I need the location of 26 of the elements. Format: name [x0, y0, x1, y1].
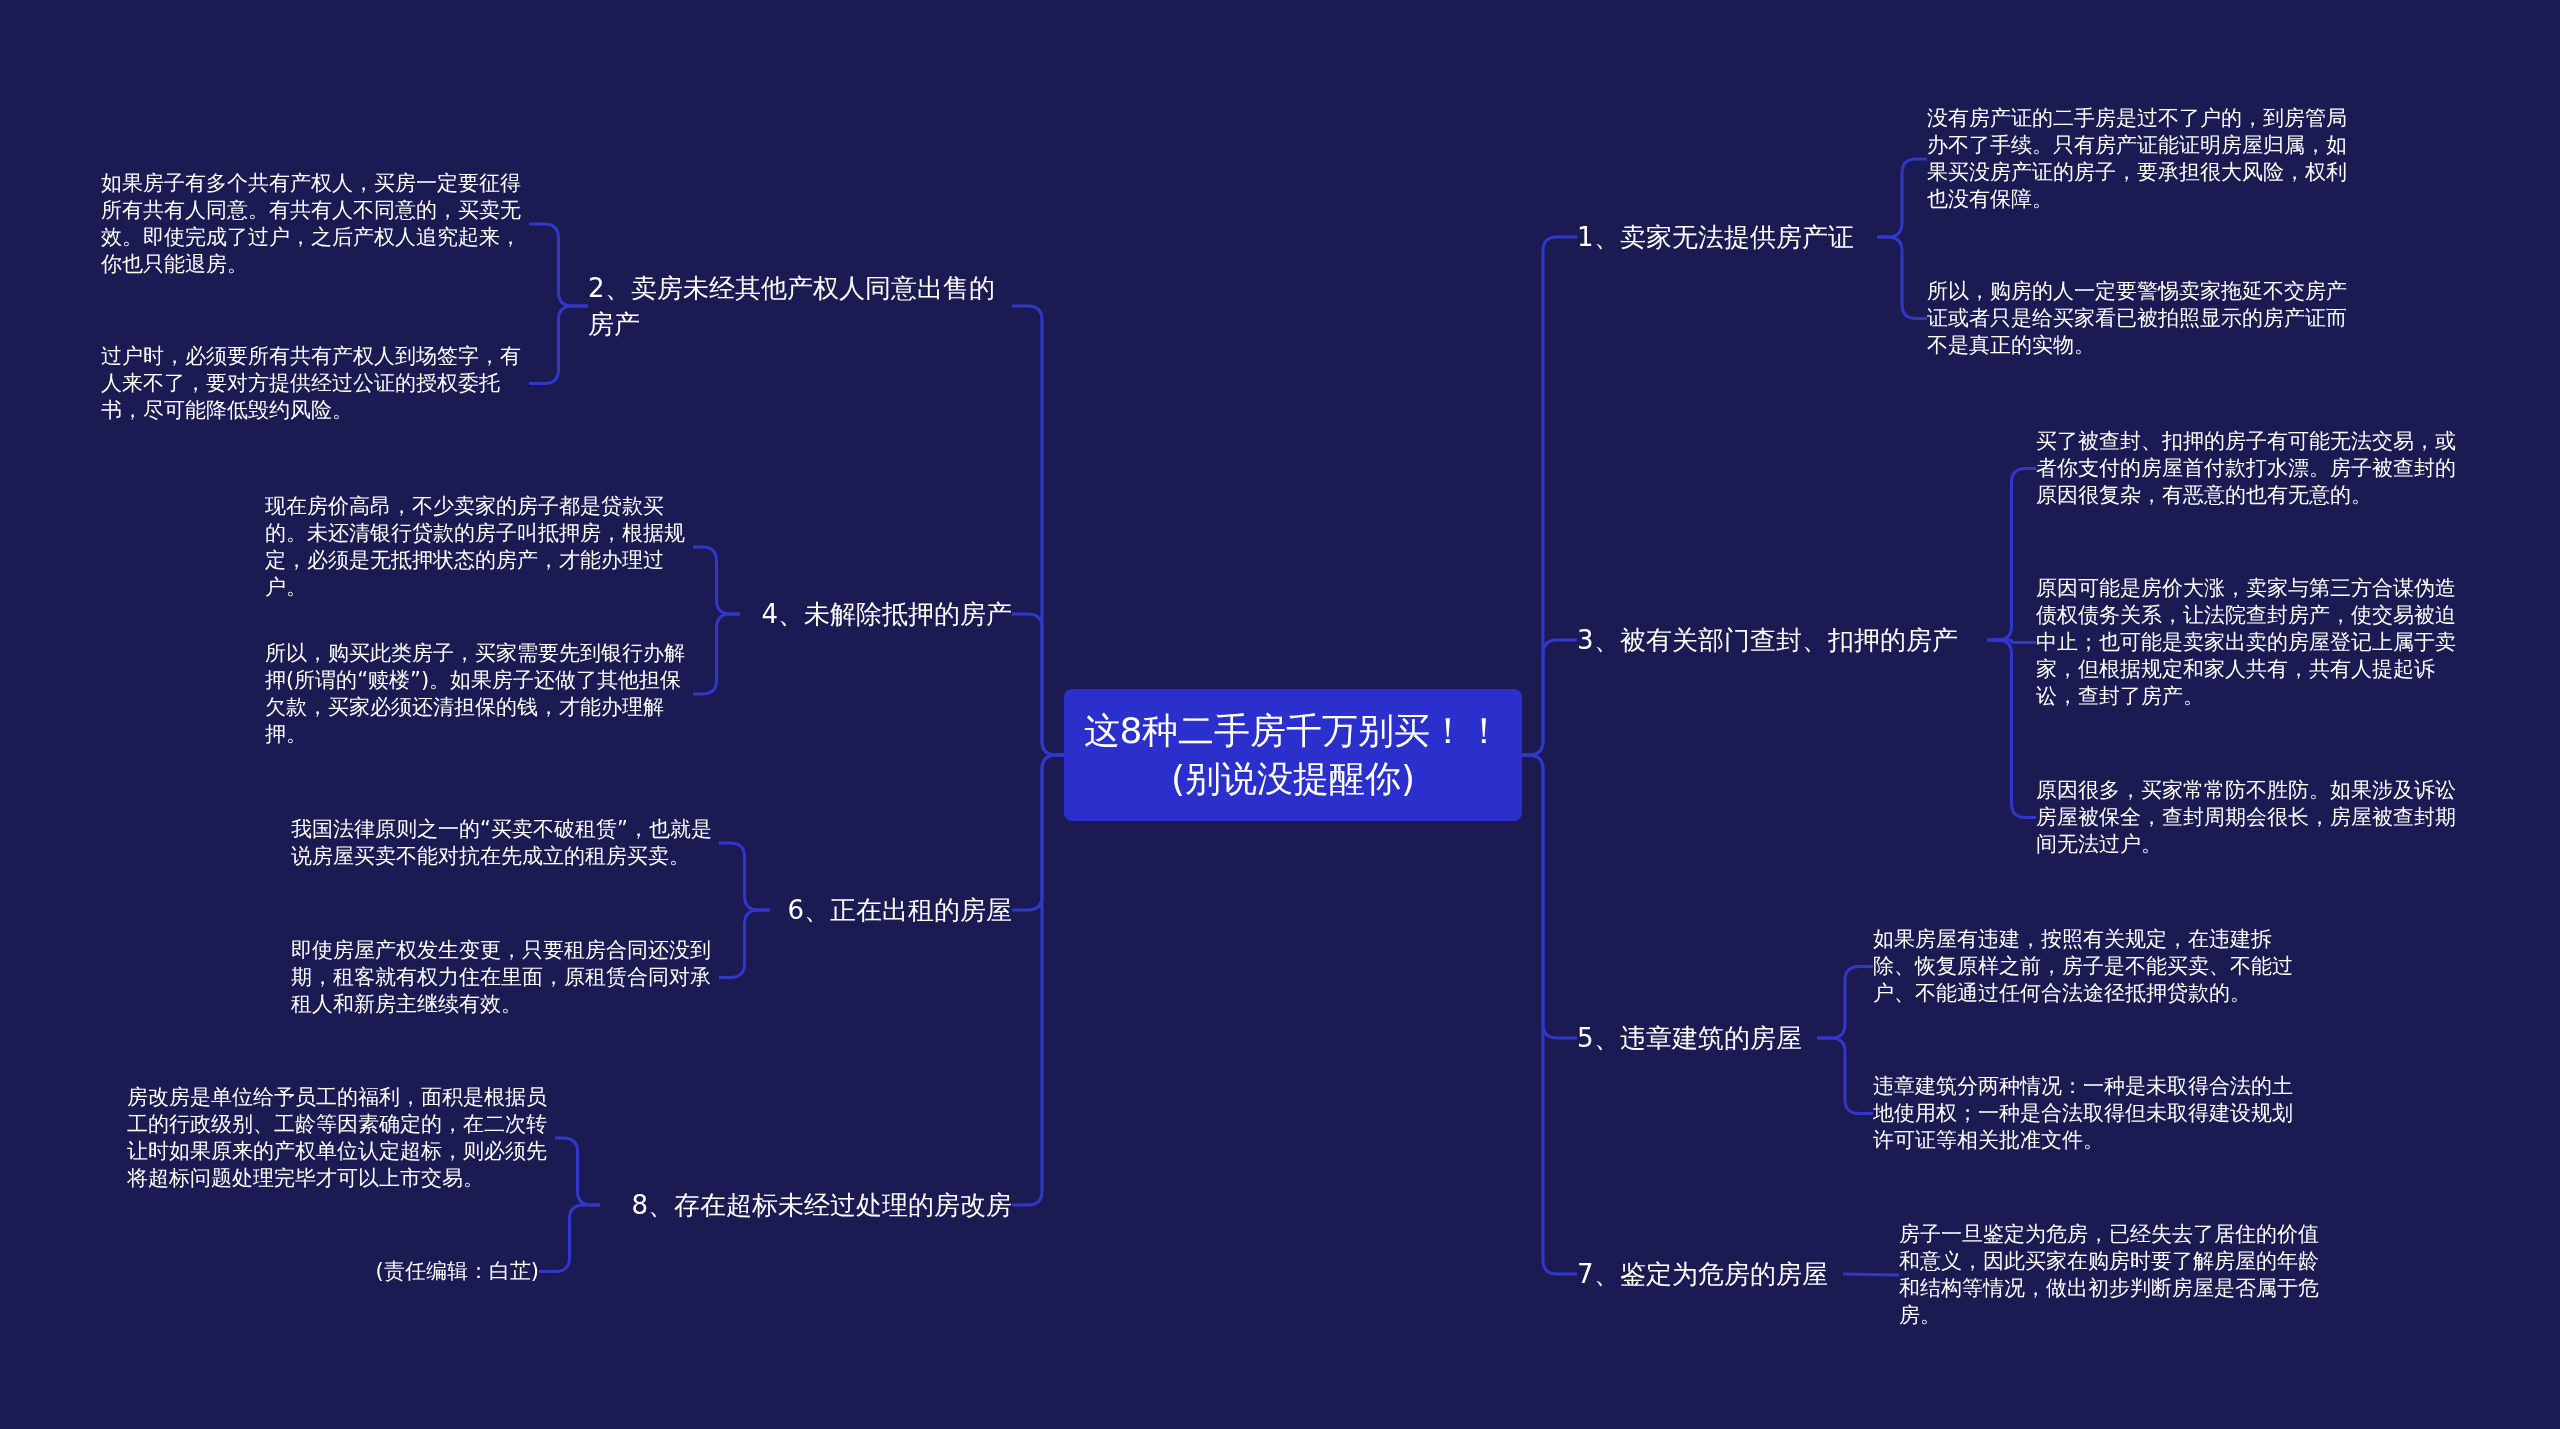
branch-topic: 5、违章建筑的房屋 — [1577, 1020, 1817, 1056]
branch-topic: 6、正在出租的房屋 — [770, 892, 1012, 928]
note-text: 房子一旦鉴定为危房，已经失去了居住的价值和意义，因此买家在购房时要了解房屋的年龄和结构等情况，做出初步判断房屋是否属于危房。 — [1899, 1221, 2327, 1329]
branch-topic: 7、鉴定为危房的房屋 — [1577, 1256, 1843, 1292]
branch-topic: 4、未解除抵押的房产 — [740, 596, 1012, 632]
note-text: 所以，购房的人一定要警惕卖家拖延不交房产证或者只是给买家看已被拍照显示的房产证而不是真正的实物。 — [1927, 278, 2355, 359]
note-text: 如果房子有多个共有产权人，买房一定要征得所有共有人同意。有共有人不同意的，买卖无效。即使完成了过户，之后产权人追究起来，你也只能退房。 — [101, 170, 529, 278]
note-text: 如果房屋有违建，按照有关规定，在违建拆除、恢复原样之前，房子是不能买卖、不能过户、不能通过任何合法途径抵押贷款的。 — [1873, 926, 2301, 1007]
note-text: 房改房是单位给予员工的福利，面积是根据员工的行政级别、工龄等因素确定的，在二次转让时如果原来的产权单位认定超标，则必须先将超标问题处理完毕才可以上市交易。 — [127, 1084, 555, 1192]
note-text: 即使房屋产权发生变更，只要租房合同还没到期，租客就有权力住在里面，原租赁合同对承租人和新房主继续有效。 — [291, 937, 719, 1018]
note-text: 原因很多，买家常常防不胜防。如果涉及诉讼房屋被保全，查封周期会很长，房屋被查封期间无法过户。 — [2036, 777, 2464, 858]
branch-topic: 8、存在超标未经过处理的房改房 — [600, 1187, 1012, 1223]
note-text: 所以，购买此类房子，买家需要先到银行办解押(所谓的“赎楼”)。如果房子还做了其他担保欠款，买家必须还清担保的钱，才能办理解押。 — [265, 640, 693, 748]
branch-topic: 1、卖家无法提供房产证 — [1577, 219, 1877, 255]
branch-topic: 3、被有关部门查封、扣押的房产 — [1577, 622, 1987, 658]
note-text: 原因可能是房价大涨，卖家与第三方合谋伪造债权债务关系，让法院查封房产，使交易被迫中止；也可能是卖家出卖的房屋登记上属于卖家，但根据规定和家人共有，共有人提起诉讼，查封了房产。 — [2036, 575, 2464, 710]
central-topic-box: 这8种二手房千万别买！！(别说没提醒你) — [1064, 689, 1522, 821]
note-text: 违章建筑分两种情况：一种是未取得合法的土地使用权；一种是合法取得但未取得建设规划许可证等相关批准文件。 — [1873, 1073, 2301, 1154]
connector-line — [1842, 1272, 1900, 1277]
note-text: (责任编辑：白芷) — [339, 1258, 539, 1285]
note-text: 我国法律原则之一的“买卖不破租赁”，也就是说房屋买卖不能对抗在先成立的租房买卖。 — [291, 816, 719, 870]
note-text: 没有房产证的二手房是过不了户的，到房管局办不了手续。只有房产证能证明房屋归属，如果买没房产证的房子，要承担很大风险，权利也没有保障。 — [1927, 105, 2355, 213]
note-text: 现在房价高昂，不少卖家的房子都是贷款买的。未还清银行贷款的房子叫抵押房，根据规定，必须是无抵押状态的房产，才能办理过户。 — [265, 493, 693, 601]
note-text: 过户时，必须要所有共有产权人到场签字，有人来不了，要对方提供经过公证的授权委托书，尽可能降低毁约风险。 — [101, 343, 529, 424]
branch-topic: 2、卖房未经其他产权人同意出售的房产 — [588, 270, 1012, 342]
note-text: 买了被查封、扣押的房子有可能无法交易，或者你支付的房屋首付款打水漂。房子被查封的原因很复杂，有恶意的也有无意的。 — [2036, 428, 2464, 509]
